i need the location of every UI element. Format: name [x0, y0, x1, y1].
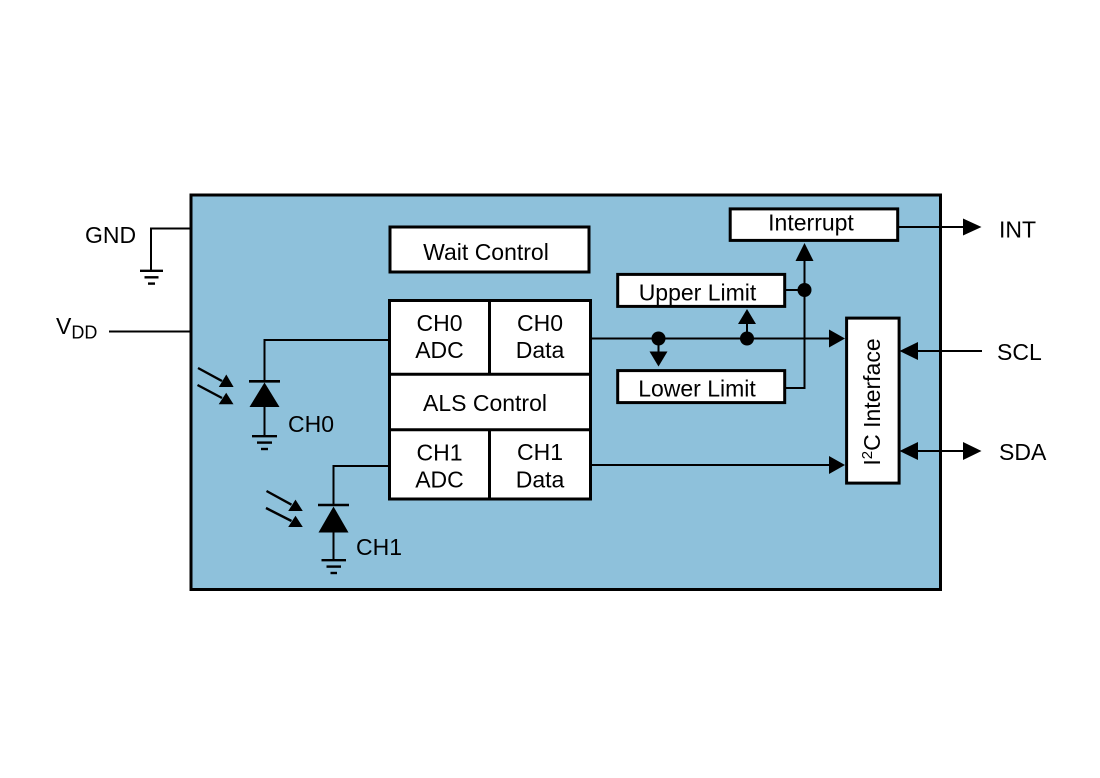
svg-text:CH1: CH1 — [356, 534, 402, 560]
svg-text:ALS Control: ALS Control — [423, 390, 547, 416]
svg-text:Interrupt: Interrupt — [768, 210, 854, 236]
svg-text:INT: INT — [999, 217, 1036, 243]
svg-text:GND: GND — [85, 222, 136, 248]
svg-text:ADC: ADC — [415, 467, 464, 493]
svg-text:SCL: SCL — [997, 339, 1042, 365]
svg-text:Data: Data — [516, 467, 565, 493]
svg-text:CH0: CH0 — [416, 310, 462, 336]
svg-text:Wait Control: Wait Control — [423, 239, 549, 265]
svg-text:I2C Interface: I2C Interface — [859, 338, 885, 465]
svg-text:CH0: CH0 — [517, 310, 563, 336]
svg-text:CH1: CH1 — [517, 439, 563, 465]
svg-text:CH0: CH0 — [288, 411, 334, 437]
svg-text:Data: Data — [516, 337, 565, 363]
svg-text:SDA: SDA — [999, 439, 1047, 465]
svg-text:ADC: ADC — [415, 337, 464, 363]
svg-text:Upper Limit: Upper Limit — [639, 280, 757, 306]
svg-text:Lower Limit: Lower Limit — [638, 376, 756, 402]
svg-text:CH1: CH1 — [416, 440, 462, 466]
